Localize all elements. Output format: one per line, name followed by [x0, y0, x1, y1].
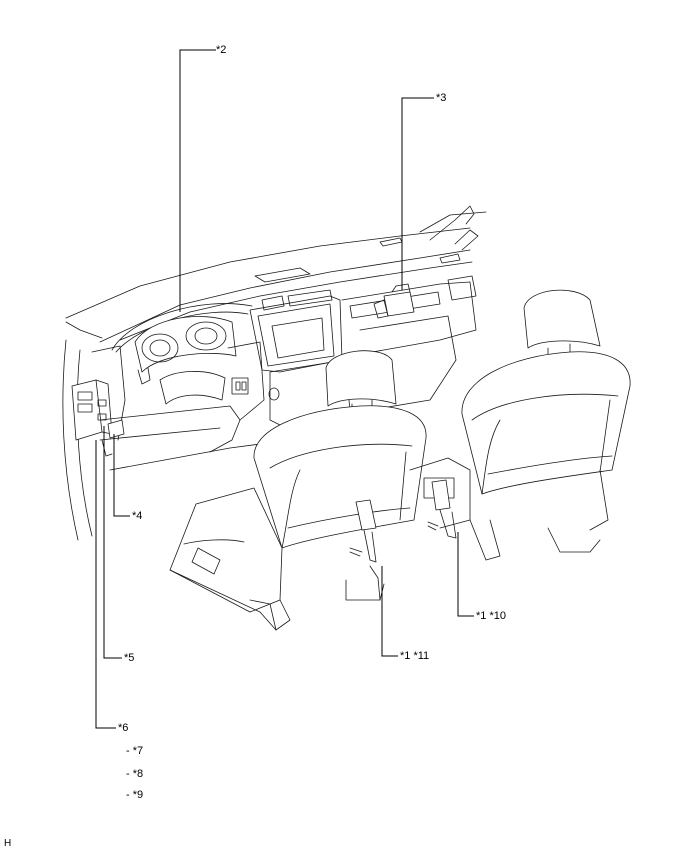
leader-lines	[95, 49, 474, 729]
callout-1-11-label: *1 *11	[400, 650, 430, 662]
callout-7-label: - *7	[126, 745, 144, 757]
dashboard-drawing	[62, 205, 487, 541]
callout-1-10-label: *1 *10	[476, 610, 506, 622]
callout-6-label: *6	[118, 722, 129, 734]
callout-2-label: *2	[216, 44, 227, 56]
callout-8-label: - *8	[126, 768, 144, 780]
driver-side-modules	[71, 379, 125, 457]
callout-4-label: *4	[132, 510, 143, 522]
callout-3-label: *3	[436, 92, 447, 104]
callout-9-label: - *9	[126, 789, 144, 801]
driver-seat-drawing	[169, 350, 427, 631]
passenger-seat-drawing	[409, 289, 631, 561]
callout-5-label: *5	[124, 652, 135, 664]
corner-mark: H	[4, 838, 12, 849]
